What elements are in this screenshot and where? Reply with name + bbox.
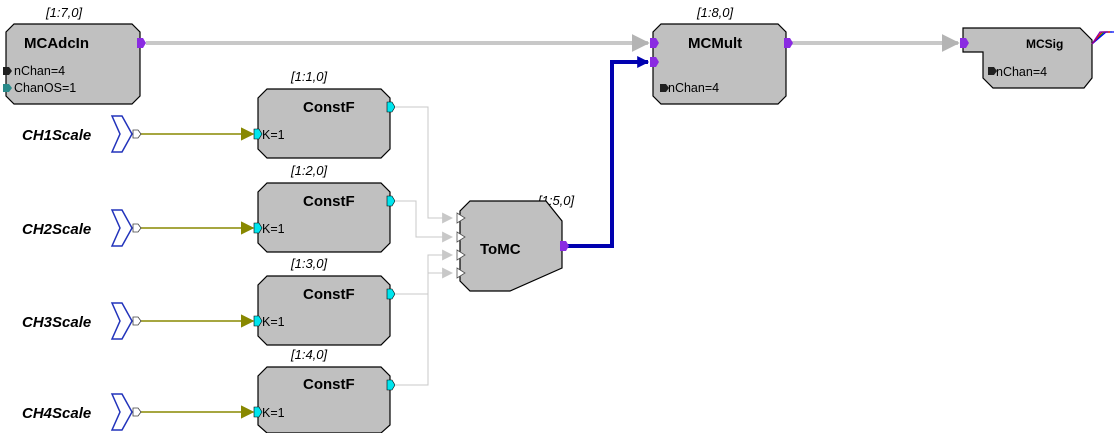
port-float-output[interactable] — [386, 195, 396, 207]
block-param-k: K=1 — [262, 128, 285, 142]
multichannel-output-icon — [1091, 31, 1114, 45]
port-mc-input-2[interactable] — [650, 57, 659, 67]
port-output[interactable] — [132, 407, 142, 417]
block-title: ConstF — [303, 376, 355, 393]
block-title: MCMult — [688, 35, 742, 52]
external-ch1scale[interactable]: CH1Scale — [22, 115, 142, 153]
external-chevron-icon — [110, 393, 133, 431]
external-label: CH3Scale — [22, 314, 91, 331]
port-mc-input[interactable] — [960, 38, 969, 48]
block-title: MCAdcIn — [24, 35, 89, 52]
block-param-nchan: nChan=4 — [14, 64, 65, 78]
block-index: [1:1,0] — [290, 69, 328, 84]
port-output[interactable] — [132, 129, 142, 139]
port-output[interactable] — [132, 316, 142, 326]
block-constf-2[interactable]: [1:2,0] ConstF K=1 — [253, 163, 396, 253]
port-k-input[interactable] — [253, 406, 263, 418]
wire-constf4-to-tomc[interactable] — [396, 267, 454, 386]
block-param-k: K=1 — [262, 222, 285, 236]
block-title: ConstF — [303, 99, 355, 116]
port-float-input-1[interactable] — [456, 212, 466, 224]
wire-constf1-to-tomc[interactable] — [396, 106, 454, 224]
block-param-nchan: nChan=4 — [668, 81, 719, 95]
block-mcmult[interactable]: [1:8,0] MCMult nChan=4 — [650, 5, 793, 105]
port-float-input-4[interactable] — [456, 267, 466, 279]
block-index: [1:3,0] — [290, 256, 328, 271]
port-mc-input-1[interactable] — [650, 38, 659, 48]
port-k-input[interactable] — [253, 128, 263, 140]
external-chevron-icon — [110, 115, 133, 153]
block-constf-4[interactable]: [1:4,0] ConstF K=1 — [253, 347, 396, 433]
block-param-k: K=1 — [262, 315, 285, 329]
block-title: ConstF — [303, 193, 355, 210]
port-float-output[interactable] — [386, 288, 396, 300]
wire-constf3-to-tomc[interactable] — [396, 249, 454, 295]
port-chanos-input[interactable] — [3, 84, 12, 92]
port-mc-output[interactable] — [560, 241, 569, 251]
block-title: MCSig — [1026, 37, 1063, 51]
external-chevron-icon — [110, 209, 133, 247]
port-nchan-input[interactable] — [660, 84, 669, 92]
block-mcsig[interactable]: MCSig nChan=4 — [960, 27, 1114, 89]
block-index: [1:4,0] — [290, 347, 328, 362]
port-nchan-input[interactable] — [3, 67, 12, 75]
wire-constf2-to-tomc[interactable] — [396, 200, 454, 243]
block-index: [1:2,0] — [290, 163, 328, 178]
input-port-group — [456, 212, 466, 279]
port-nchan-input[interactable] — [988, 67, 997, 75]
port-mc-output[interactable] — [137, 38, 146, 48]
external-label: CH1Scale — [22, 127, 91, 144]
block-index: [1:8,0] — [696, 5, 734, 20]
external-label: CH2Scale — [22, 221, 91, 238]
external-ch2scale[interactable]: CH2Scale — [22, 209, 142, 247]
block-param-k: K=1 — [262, 406, 285, 420]
block-title: ToMC — [480, 241, 521, 258]
port-mc-output[interactable] — [784, 38, 793, 48]
external-chevron-icon — [110, 302, 133, 340]
wires — [138, 34, 960, 419]
block-tomc[interactable]: [1:5,0] ToMC — [456, 193, 575, 292]
block-title: ConstF — [303, 286, 355, 303]
block-constf-1[interactable]: [1:1,0] ConstF K=1 — [253, 69, 396, 159]
block-index: [1:7,0] — [45, 5, 83, 20]
port-float-output[interactable] — [386, 379, 396, 391]
port-k-input[interactable] — [253, 315, 263, 327]
external-ch3scale[interactable]: CH3Scale — [22, 302, 142, 340]
block-mcadcin[interactable]: [1:7,0] MCAdcIn nChan=4 ChanOS=1 — [3, 5, 146, 105]
external-ch4scale[interactable]: CH4Scale — [22, 393, 142, 431]
port-k-input[interactable] — [253, 222, 263, 234]
port-output[interactable] — [132, 223, 142, 233]
block-constf-3[interactable]: [1:3,0] ConstF K=1 — [253, 256, 396, 346]
block-param-nchan: nChan=4 — [996, 65, 1047, 79]
wire-tomc-to-mcmult[interactable] — [566, 56, 650, 248]
external-label: CH4Scale — [22, 405, 91, 422]
port-float-output[interactable] — [386, 101, 396, 113]
port-float-input-3[interactable] — [456, 249, 466, 261]
block-param-chanos: ChanOS=1 — [14, 81, 76, 95]
port-float-input-2[interactable] — [456, 231, 466, 243]
